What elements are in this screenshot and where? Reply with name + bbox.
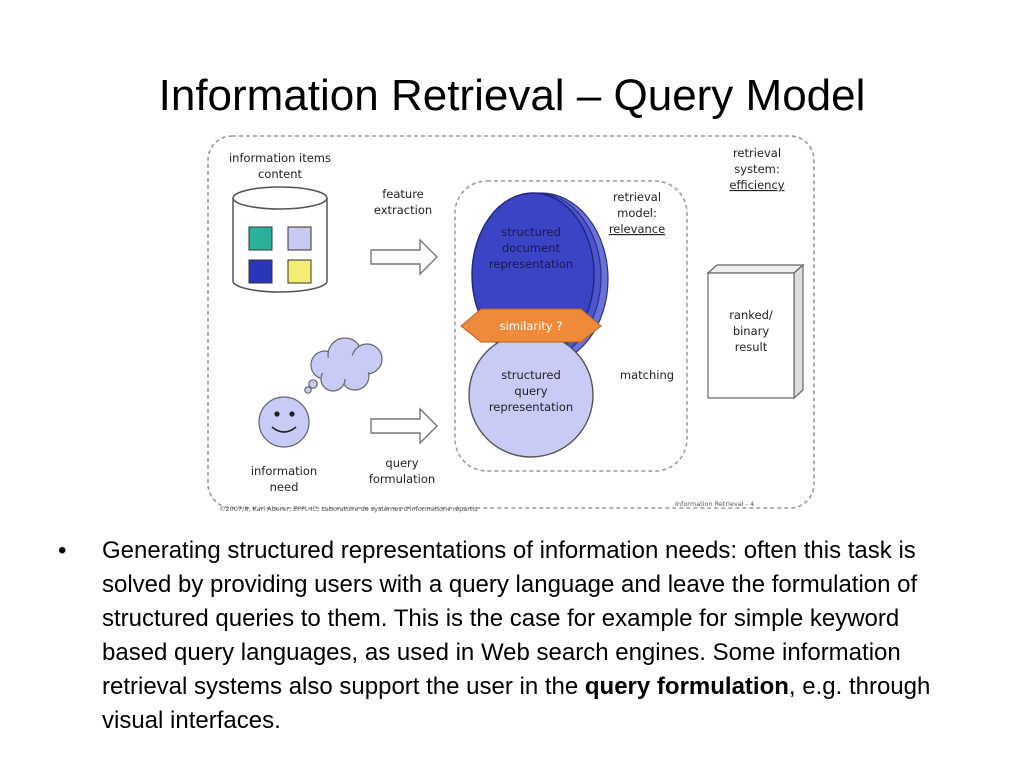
query-formulation-arrow xyxy=(370,407,438,445)
feature-extraction-arrow xyxy=(370,238,438,276)
item-lavender-square xyxy=(287,226,312,251)
feature-extraction-label-1: feature xyxy=(382,187,424,201)
item-yellow-square xyxy=(287,259,312,284)
similarity-label: similarity ? xyxy=(500,319,563,333)
slide-title: Information Retrieval – Query Model xyxy=(158,71,866,120)
result-label-1: ranked/ xyxy=(729,308,773,322)
bullet-mark: • xyxy=(58,537,67,564)
bullet-paragraph: • Generating structured representations … xyxy=(58,534,958,738)
retrieval-system-label-1: retrieval xyxy=(733,146,781,160)
document-representation-label-2: document xyxy=(502,241,561,255)
thought-cloud-icon xyxy=(304,337,383,394)
retrieval-model-label-3: relevance xyxy=(609,222,665,236)
query-representation-label-2: query xyxy=(514,384,547,398)
query-formulation-label-2: formulation xyxy=(369,472,435,486)
matching-label: matching xyxy=(620,368,674,382)
items-content-label-1: information items xyxy=(229,151,331,165)
item-blue-square xyxy=(248,259,273,284)
retrieval-model-label-1: retrieval xyxy=(613,190,661,204)
query-formulation-label-1: query xyxy=(385,456,418,470)
query-representation-label-3: representation xyxy=(489,400,573,414)
document-representation-label-1: structured xyxy=(501,225,561,239)
bullet-text-before: Generating structured representations of… xyxy=(102,537,918,700)
result-label-3: result xyxy=(735,340,768,354)
result-label-2: binary xyxy=(733,324,770,338)
result-box xyxy=(706,263,805,400)
bullet-text-after: , e.g. through visual interfaces. xyxy=(102,673,931,734)
database-icon xyxy=(232,186,328,293)
information-need-label-2: need xyxy=(270,480,299,494)
query-representation-label-1: structured xyxy=(501,368,561,382)
copyright-text: ©2007/8, Karl Aberer, EPFL-IC, Laboratoi… xyxy=(219,505,478,513)
bullet-text: Generating structured representations of… xyxy=(102,534,958,738)
item-teal-square xyxy=(248,226,273,251)
document-representation-label-3: representation xyxy=(489,257,573,271)
information-need-label-1: information xyxy=(251,464,317,478)
query-model-diagram: information items content feature extrac… xyxy=(205,133,817,517)
feature-extraction-label-2: extraction xyxy=(374,203,432,217)
footer-reference: Information Retrieval - 4 xyxy=(675,500,754,508)
items-content-label-2: content xyxy=(258,167,303,181)
bullet-emphasis: query formulation xyxy=(584,673,789,700)
similarity-badge xyxy=(460,308,602,343)
retrieval-system-label-3: efficiency xyxy=(729,178,784,192)
retrieval-system-label-2: system: xyxy=(734,162,779,176)
user-face-icon xyxy=(258,396,310,448)
information-item-squares xyxy=(248,226,312,284)
retrieval-model-label-2: model: xyxy=(617,206,657,220)
